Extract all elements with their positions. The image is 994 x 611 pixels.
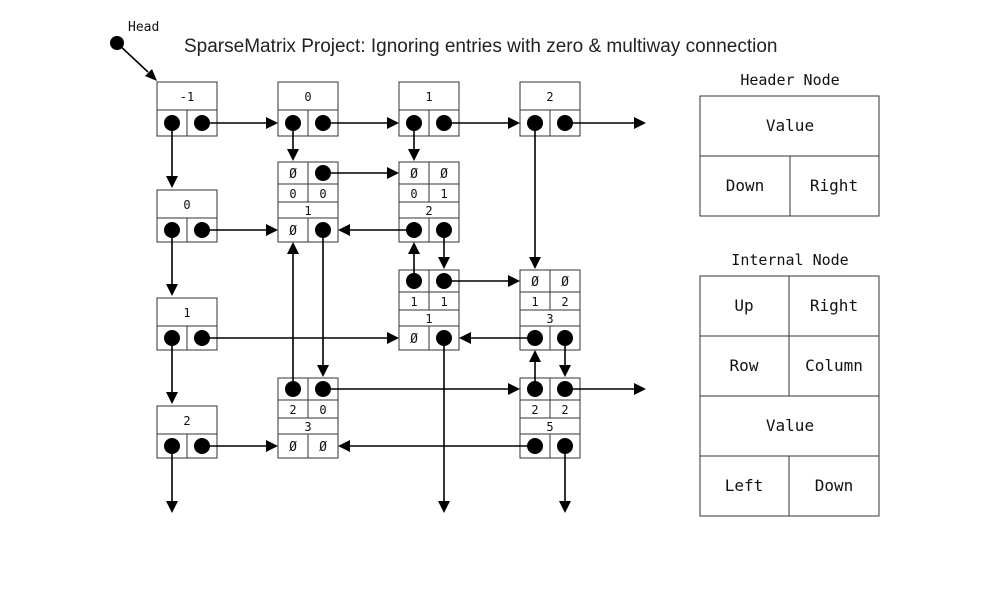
node-value: 2 [425,204,432,218]
legend-internal-row: Row [730,356,759,375]
connections [166,117,646,513]
header-node-col1: 1 [398,81,460,137]
legend-internal-right: Right [810,296,858,315]
row-index: 0 [410,187,417,201]
legend-header-node: Header Node Value Down Right [699,71,880,217]
legend-internal-down: Down [815,476,854,495]
header-node-row2: 2 [156,405,218,459]
node-value: 1 [304,204,311,218]
row-index: 1 [410,295,417,309]
header-node-root: -1 [156,81,218,137]
legend-internal-up: Up [734,296,753,315]
up-null: Ø [410,167,418,182]
header-label: 1 [183,306,190,320]
node-value: 3 [546,312,553,326]
col-index: 0 [319,403,326,417]
down-null: Ø [319,440,327,455]
right-null: Ø [440,167,448,182]
legend-header-down: Down [726,176,765,195]
legend-header-title: Header Node [740,71,839,89]
right-null: Ø [561,275,569,290]
legend-header-right: Right [810,176,858,195]
header-label: 0 [304,90,311,104]
row-index: 1 [531,295,538,309]
legend-header-value: Value [766,116,814,135]
internal-node-0-0: Ø 0 0 1 Ø [277,161,339,243]
legend-internal-node: Internal Node Up Right Row Column Value … [699,251,880,517]
node-value: 5 [546,420,553,434]
row-index: 2 [289,403,296,417]
col-index: 2 [561,295,568,309]
header-label: -1 [180,90,194,104]
header-label: 1 [425,90,432,104]
left-null: Ø [289,440,297,455]
diagram-title: SparseMatrix Project: Ignoring entries w… [184,36,777,57]
legend-internal-value: Value [766,416,814,435]
col-index: 1 [440,187,447,201]
head-pointer: Head [110,20,159,81]
legend-internal-title: Internal Node [731,251,848,269]
header-node-col0: 0 [277,81,339,137]
node-value: 1 [425,312,432,326]
col-index: 2 [561,403,568,417]
header-label: 0 [183,198,190,212]
node-value: 3 [304,420,311,434]
internal-node-2-0: 2 0 3 Ø Ø [277,377,339,459]
up-null: Ø [531,275,539,290]
legend-internal-left: Left [725,476,764,495]
col-index: 1 [440,295,447,309]
internal-node-1-1: 1 1 1 Ø [398,269,460,351]
header-node-row0: 0 [156,189,218,243]
legend-internal-column: Column [805,356,863,375]
header-label: 2 [183,414,190,428]
row-index: 0 [289,187,296,201]
left-null: Ø [410,332,418,347]
col-index: 0 [319,187,326,201]
left-null: Ø [289,224,297,239]
header-label: 2 [546,90,553,104]
head-label: Head [128,20,159,35]
header-node-col2: 2 [519,81,581,137]
row-index: 2 [531,403,538,417]
up-null: Ø [289,167,297,182]
header-node-row1: 1 [156,297,218,351]
